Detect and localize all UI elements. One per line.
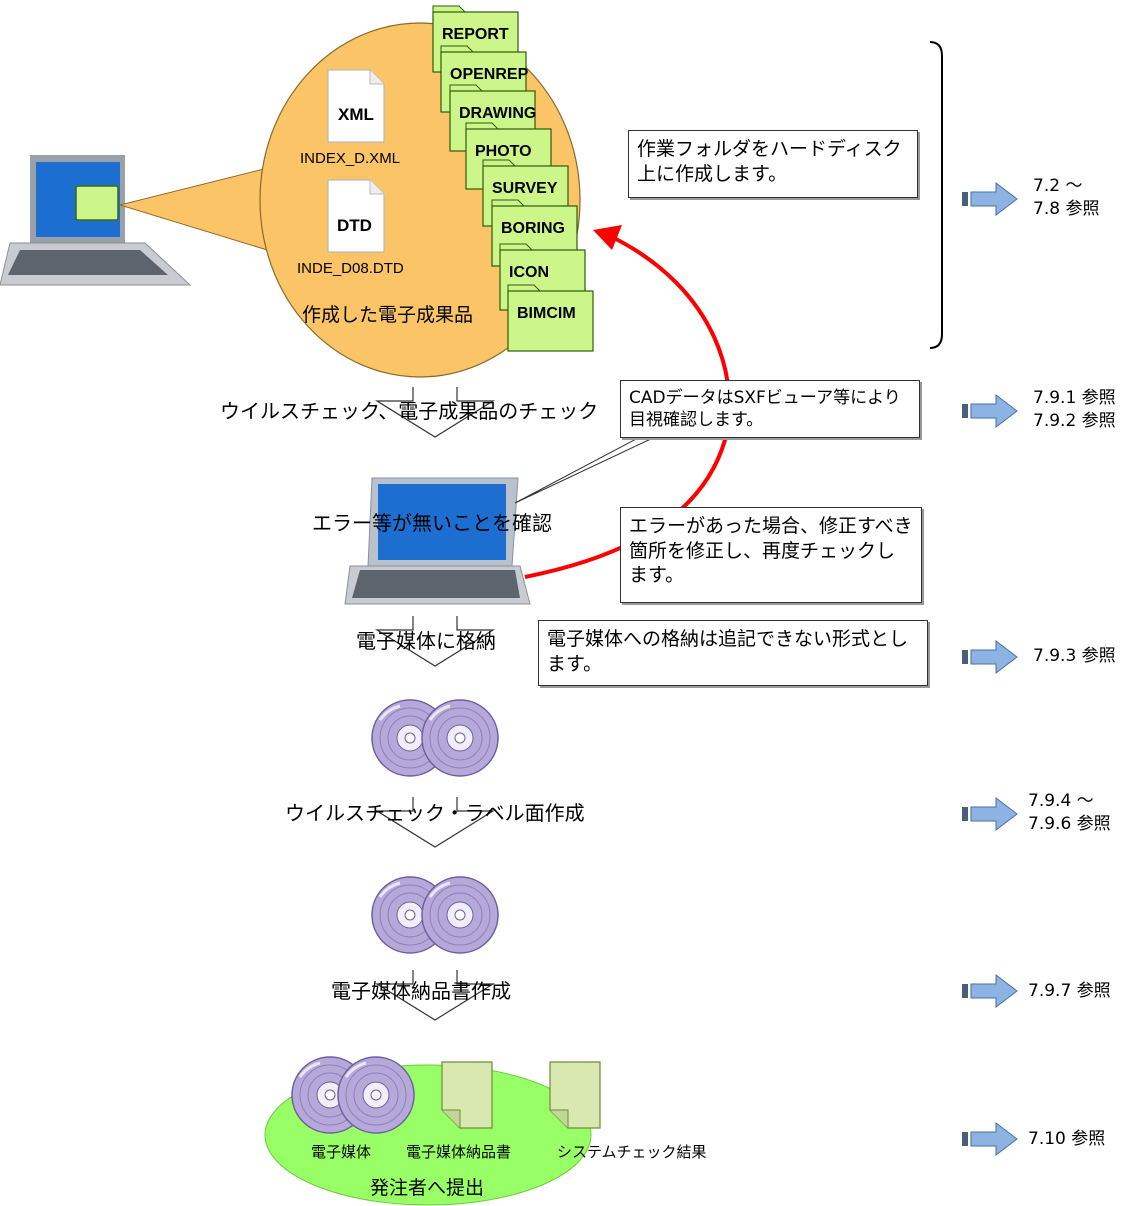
ref-arrow-2 bbox=[961, 394, 1018, 428]
xml-icon-label: XML bbox=[338, 105, 374, 124]
folder-icon bbox=[75, 185, 119, 221]
final-item-system-check: システムチェック結果 bbox=[557, 1143, 707, 1161]
note-pointer bbox=[514, 436, 656, 504]
disc-pair-final bbox=[290, 1055, 416, 1135]
document-icon-1 bbox=[441, 1061, 493, 1129]
step-virus-check: ウイルスチェック、電子成果品のチェック bbox=[220, 399, 599, 423]
step-confirm-no-error: エラー等が無いことを確認 bbox=[312, 511, 552, 535]
final-title: 発注者へ提出 bbox=[370, 1177, 485, 1199]
ref-arrow-1 bbox=[961, 182, 1018, 216]
disc-pair-2 bbox=[370, 875, 500, 955]
laptop-icon bbox=[0, 155, 192, 286]
ref-arrow-4 bbox=[961, 797, 1018, 831]
folder-label-survey: SURVEY bbox=[492, 180, 558, 197]
result-caption: 作成した電子成果品 bbox=[302, 304, 474, 326]
ref-7-9-3: 7.9.3 参照 bbox=[1033, 646, 1116, 666]
final-item-media: 電子媒体 bbox=[311, 1143, 372, 1161]
dtd-file-icon bbox=[327, 179, 385, 253]
final-item-delivery: 電子媒体納品書 bbox=[406, 1143, 512, 1161]
ref-7-9-7: 7.9.7 参照 bbox=[1028, 981, 1111, 1001]
folder-label-photo: PHOTO bbox=[475, 143, 532, 160]
folder-stack bbox=[432, 5, 594, 352]
step-store-media: 電子媒体に格納 bbox=[356, 629, 496, 653]
laptop-check-icon bbox=[344, 477, 531, 605]
xml-file-icon bbox=[327, 69, 385, 143]
note-cad-check: CADデータはSXFビューア等により目視確認します。 bbox=[620, 380, 920, 438]
note-work-folder: 作業フォルダをハードディスク上に作成します。 bbox=[628, 130, 918, 198]
step-label-creation: ウイルスチェック・ラベル面作成 bbox=[285, 801, 585, 825]
note-error-retry: エラーがあった場合、修正すべき箇所を修正し、再度チェックします。 bbox=[620, 507, 922, 603]
xml-file-name: INDEX_D.XML bbox=[300, 150, 401, 167]
note-media-format: 電子媒体への格納は追記できない形式とします。 bbox=[538, 620, 928, 686]
document-icon-2 bbox=[549, 1061, 601, 1129]
ref-7-2-7-8: 7.2 〜7.8 参照 bbox=[1033, 176, 1100, 219]
ref-arrow-3 bbox=[961, 640, 1018, 674]
folder-label-bimcim: BIMCIM bbox=[517, 305, 576, 322]
dtd-icon-label: DTD bbox=[337, 216, 372, 235]
ref-7-9-4-7-9-6: 7.9.4 〜7.9.6 参照 bbox=[1028, 791, 1111, 834]
folder-label-boring: BORING bbox=[501, 220, 565, 237]
folder-label-drawing: DRAWING bbox=[459, 105, 537, 122]
folder-bimcim-icon bbox=[507, 284, 594, 352]
ref-7-10: 7.10 参照 bbox=[1028, 1129, 1106, 1149]
step-delivery-document: 電子媒体納品書作成 bbox=[331, 979, 511, 1003]
retry-arrow bbox=[524, 225, 732, 579]
ref-arrow-5 bbox=[961, 974, 1018, 1008]
disc-pair-1 bbox=[370, 698, 500, 778]
dtd-file-name: INDE_D08.DTD bbox=[297, 260, 404, 277]
folder-label-openrep: OPENREP bbox=[450, 66, 529, 83]
folder-label-report: REPORT bbox=[442, 26, 509, 43]
folder-label-icon: ICON bbox=[509, 264, 549, 281]
right-bracket bbox=[929, 41, 943, 349]
ref-arrow-6 bbox=[961, 1122, 1018, 1156]
